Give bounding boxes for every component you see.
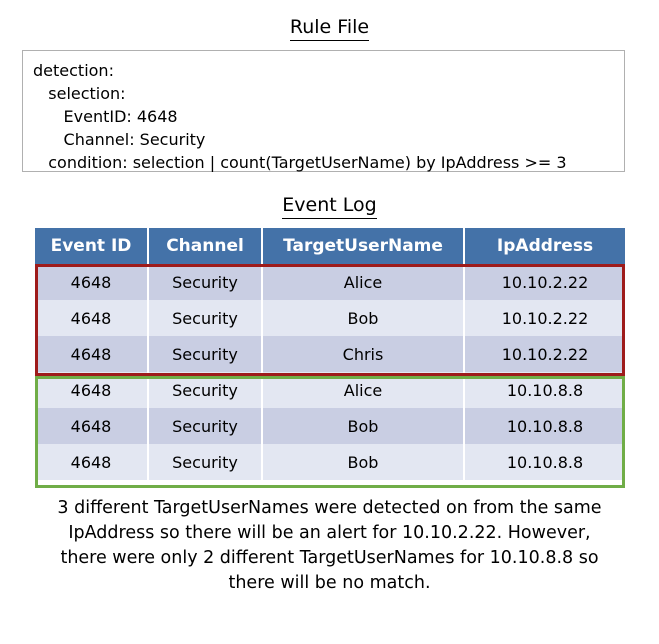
rule-file-title-text: Rule File [289,16,370,41]
cell-ip-address: 10.10.8.8 [463,444,625,480]
explanation-caption: 3 different TargetUserNames were detecte… [57,498,602,593]
cell-event-id: 4648 [35,336,149,372]
cell-channel: Security [147,372,263,408]
cell-ip-address: 10.10.2.22 [463,336,625,372]
column-header-channel: Channel [147,228,263,264]
cell-ip-address: 10.10.2.22 [463,264,625,300]
rule-line-selection: selection: [33,84,126,103]
cell-target-user-name: Bob [261,444,465,480]
cell-ip-address: 10.10.2.22 [463,300,625,336]
cell-channel: Security [147,336,263,372]
rule-line-event-id: EventID: 4648 [33,107,178,126]
column-header-event-id: Event ID [35,228,149,264]
event-log-title-text: Event Log [282,194,377,219]
cell-channel: Security [147,444,263,480]
cell-channel: Security [147,408,263,444]
table-row: 4648 Security Bob 10.10.2.22 [35,300,625,336]
cell-ip-address: 10.10.8.8 [463,372,625,408]
cell-target-user-name: Alice [261,264,465,300]
rule-line-channel: Channel: Security [33,130,206,149]
rule-line-detection: detection: [33,61,114,80]
cell-channel: Security [147,300,263,336]
cell-target-user-name: Chris [261,336,465,372]
cell-target-user-name: Bob [261,300,465,336]
column-header-target-user-name: TargetUserName [261,228,465,264]
column-header-ip-address: IpAddress [463,228,625,264]
event-log-table: Event ID Channel TargetUserName IpAddres… [35,228,625,480]
cell-channel: Security [147,264,263,300]
table-header-row: Event ID Channel TargetUserName IpAddres… [35,228,625,264]
cell-target-user-name: Bob [261,408,465,444]
table-row: 4648 Security Alice 10.10.2.22 [35,264,625,300]
table-row: 4648 Security Bob 10.10.8.8 [35,408,625,444]
rule-line-condition: condition: selection | count(TargetUserN… [33,153,567,172]
table-row: 4648 Security Alice 10.10.8.8 [35,372,625,408]
rule-file-title: Rule File [0,16,659,41]
cell-event-id: 4648 [35,408,149,444]
cell-event-id: 4648 [35,264,149,300]
cell-event-id: 4648 [35,372,149,408]
cell-event-id: 4648 [35,300,149,336]
cell-target-user-name: Alice [261,372,465,408]
cell-ip-address: 10.10.8.8 [463,408,625,444]
cell-event-id: 4648 [35,444,149,480]
table-row: 4648 Security Bob 10.10.8.8 [35,444,625,480]
table-row: 4648 Security Chris 10.10.2.22 [35,336,625,372]
event-log-title: Event Log [0,194,659,219]
rule-file-box: detection: selection: EventID: 4648 Chan… [22,50,625,172]
